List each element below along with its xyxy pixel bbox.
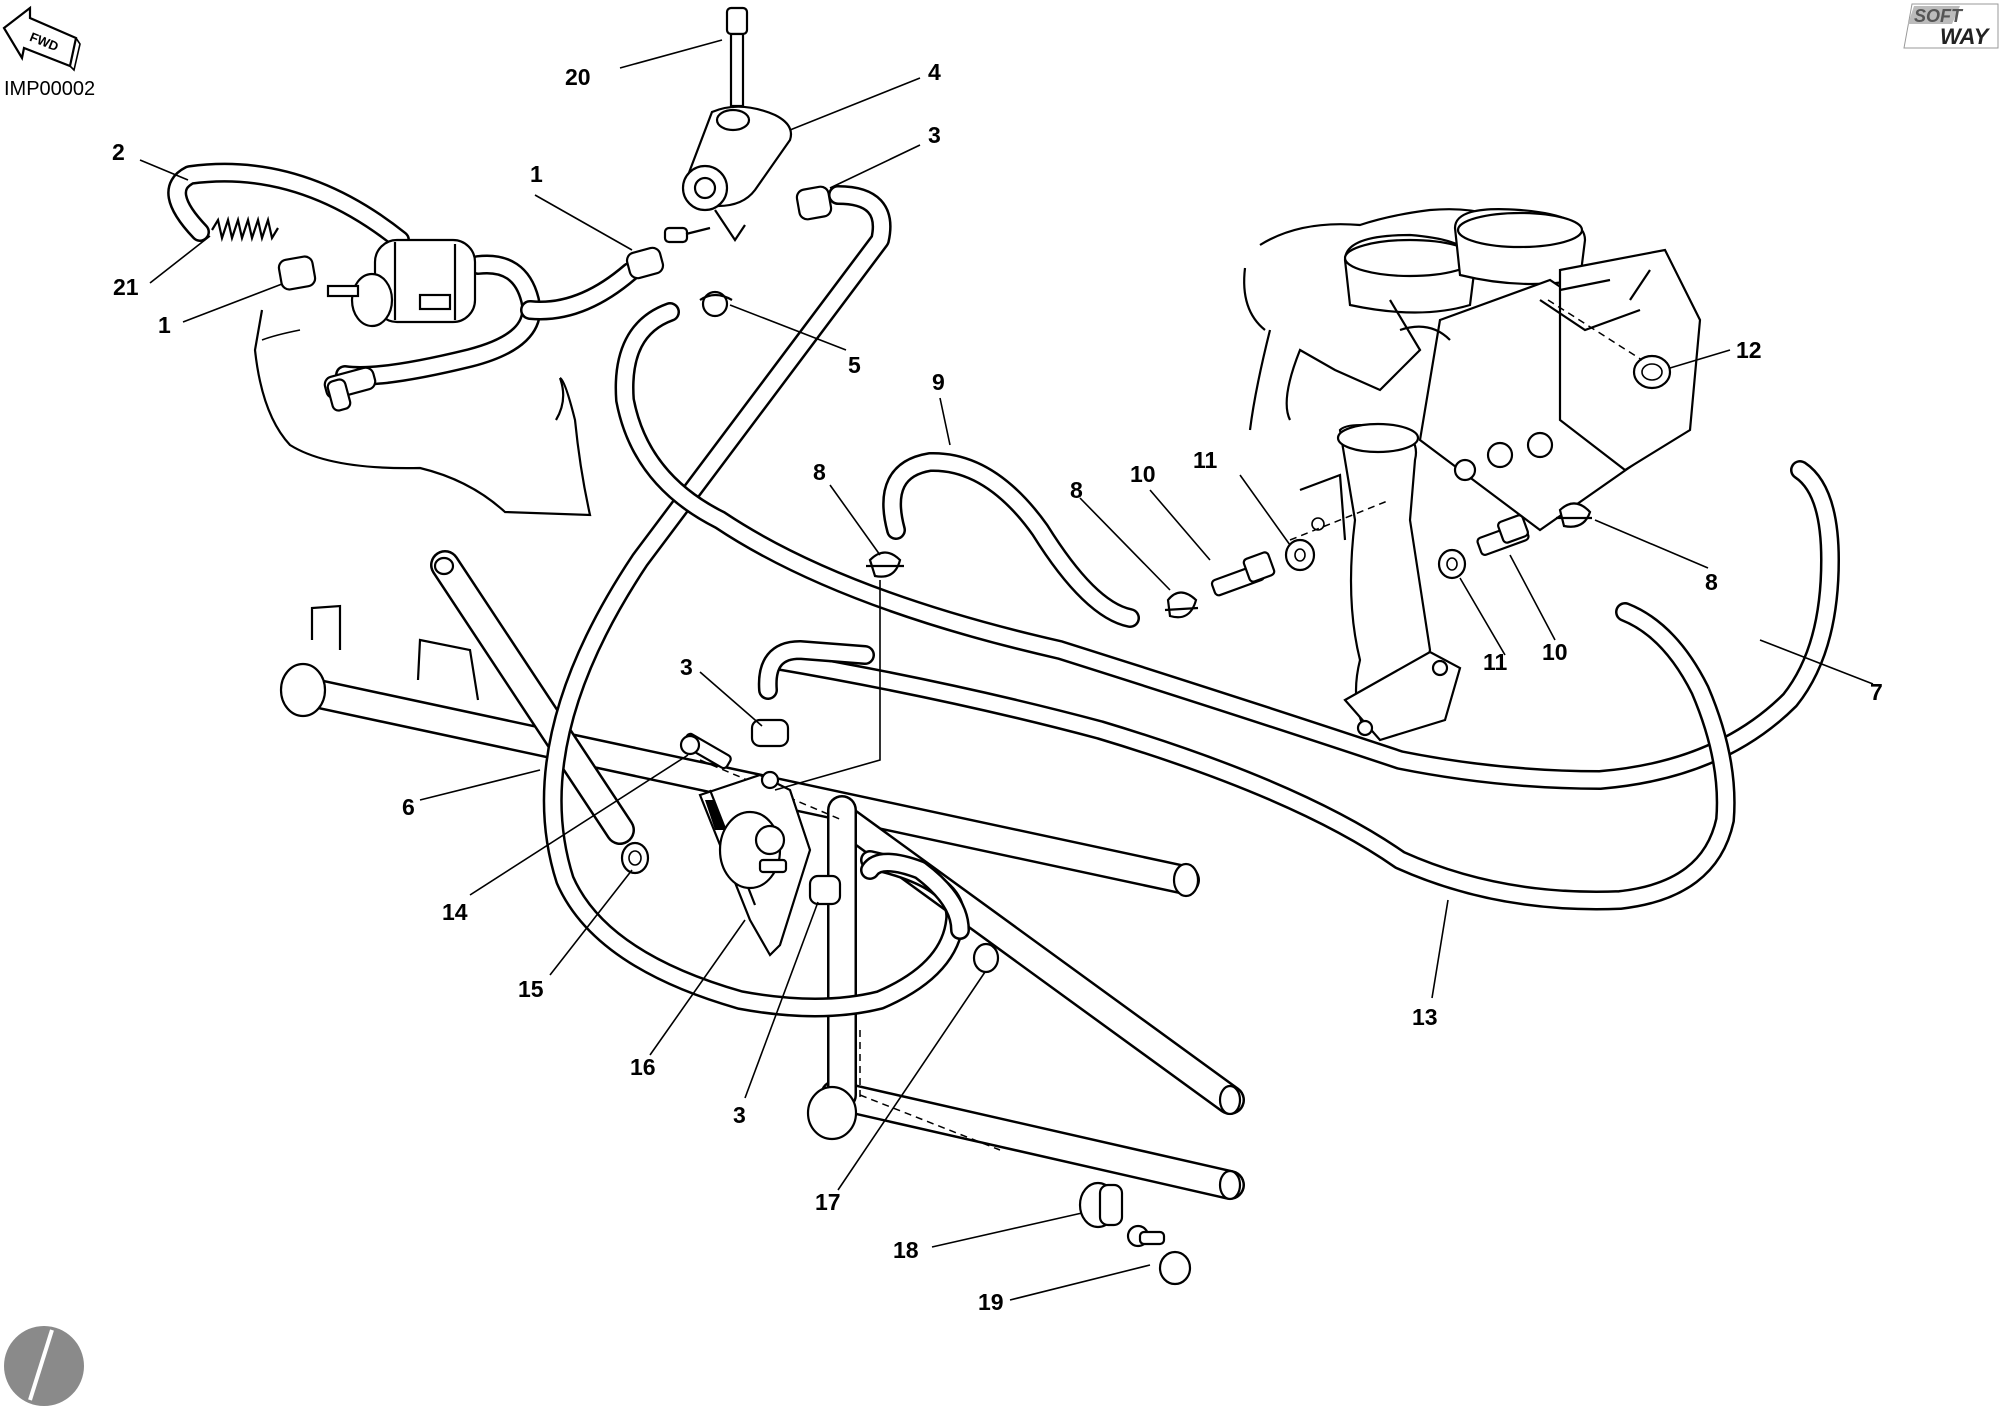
- frame-tube-lower: [820, 1080, 1245, 1200]
- fitting-10-left: [1210, 551, 1276, 597]
- bush-15: [620, 841, 650, 875]
- part-label-2: 2: [112, 139, 125, 165]
- frame-tube-end-cap: [279, 662, 327, 718]
- part-label-16: 16: [630, 1054, 656, 1080]
- watermark-stamp-icon: [4, 1326, 84, 1406]
- fitting-small: [760, 770, 780, 790]
- intake-manifold: [1299, 422, 1462, 742]
- part-label-5: 5: [848, 352, 861, 378]
- part-label-8: 8: [1070, 477, 1083, 503]
- hose-clip-5: [699, 290, 733, 318]
- clip-8-right: [1556, 502, 1592, 528]
- bolt-20: [725, 6, 749, 108]
- hose-pump-outlet: [860, 852, 970, 940]
- pin-19: [1126, 1224, 1192, 1286]
- bush-17: [972, 942, 1000, 974]
- part-label-8: 8: [1705, 569, 1718, 595]
- leader-lines: [139, 39, 1874, 1301]
- fuel-filter: [326, 238, 477, 328]
- part-label-14: 14: [442, 899, 468, 925]
- part-label-19: 19: [978, 1289, 1004, 1315]
- logo-line-1: SOFT: [1914, 6, 1964, 26]
- part-label-13: 13: [1412, 1004, 1438, 1030]
- washer-11-left: [1284, 538, 1316, 572]
- part-label-1: 1: [158, 312, 171, 338]
- part-number-labels: 20 4 3 2 1 21 1 5 9 8 8 10 11 12 8 10 11…: [112, 59, 1883, 1315]
- fitting-10-right: [1476, 514, 1530, 556]
- grommet-18: [1078, 1181, 1124, 1229]
- hose-clamp-3-pump: [750, 718, 790, 748]
- fuel-pump-16: [698, 773, 812, 957]
- hose-clamp-1-left: [277, 255, 317, 291]
- part-label-3: 3: [928, 122, 941, 148]
- hose-pump-elbow: [757, 640, 875, 700]
- hose-clamp-3-top: [795, 185, 833, 221]
- softway-logo: SOFT WAY: [1903, 3, 1999, 49]
- hose-clamp-3-lower: [808, 874, 842, 906]
- part-label-1: 1: [530, 161, 543, 187]
- part-label-12: 12: [1736, 337, 1762, 363]
- hose-clamp-1-top: [625, 246, 665, 280]
- diagram-reference-code: IMP00002: [4, 78, 95, 100]
- hose-filter-outlet: [335, 254, 542, 386]
- part-label-3: 3: [680, 654, 693, 680]
- part-label-3: 3: [733, 1102, 746, 1128]
- throttle-body-assembly: [1243, 208, 1702, 742]
- part-label-11: 11: [1193, 447, 1218, 473]
- part-label-8: 8: [813, 459, 826, 485]
- hose-fitting-left: [323, 366, 377, 412]
- part-label-21: 21: [113, 274, 139, 300]
- part-label-18: 18: [893, 1237, 919, 1263]
- fuel-tank-outline: [253, 309, 592, 517]
- part-label-6: 6: [402, 794, 415, 820]
- fuel-hoses: [167, 162, 1840, 1018]
- bolt-14: [679, 732, 732, 770]
- hose-9: [882, 451, 1140, 628]
- spring-21: [211, 215, 279, 243]
- part-label-15: 15: [518, 976, 544, 1002]
- hose-13: [765, 602, 1736, 911]
- clamp-12: [1547, 299, 1672, 390]
- frame-tube-end-cap: [806, 1085, 858, 1141]
- part-label-4: 4: [928, 59, 941, 85]
- logo-line-2: WAY: [1940, 24, 1991, 49]
- frame-bracket: [310, 604, 342, 650]
- part-label-10: 10: [1130, 461, 1156, 487]
- part-label-20: 20: [565, 64, 591, 90]
- part-label-10: 10: [1542, 639, 1568, 665]
- hose-to-tap: [520, 262, 640, 321]
- part-label-17: 17: [815, 1189, 841, 1215]
- forward-arrow-icon: FWD: [2, 5, 81, 72]
- frame-bracket: [416, 638, 480, 701]
- washer-11-right: [1437, 548, 1467, 580]
- fuel-tap-4: [663, 105, 793, 244]
- part-label-11: 11: [1483, 649, 1508, 675]
- clip-8-center: [1164, 591, 1199, 619]
- part-label-7: 7: [1870, 679, 1883, 705]
- hose-return-upper: [614, 302, 1840, 790]
- hose-2: [167, 162, 410, 250]
- frame-tube-left-diagonal: [430, 550, 635, 845]
- clip-8-left: [866, 551, 904, 578]
- part-label-9: 9: [932, 369, 945, 395]
